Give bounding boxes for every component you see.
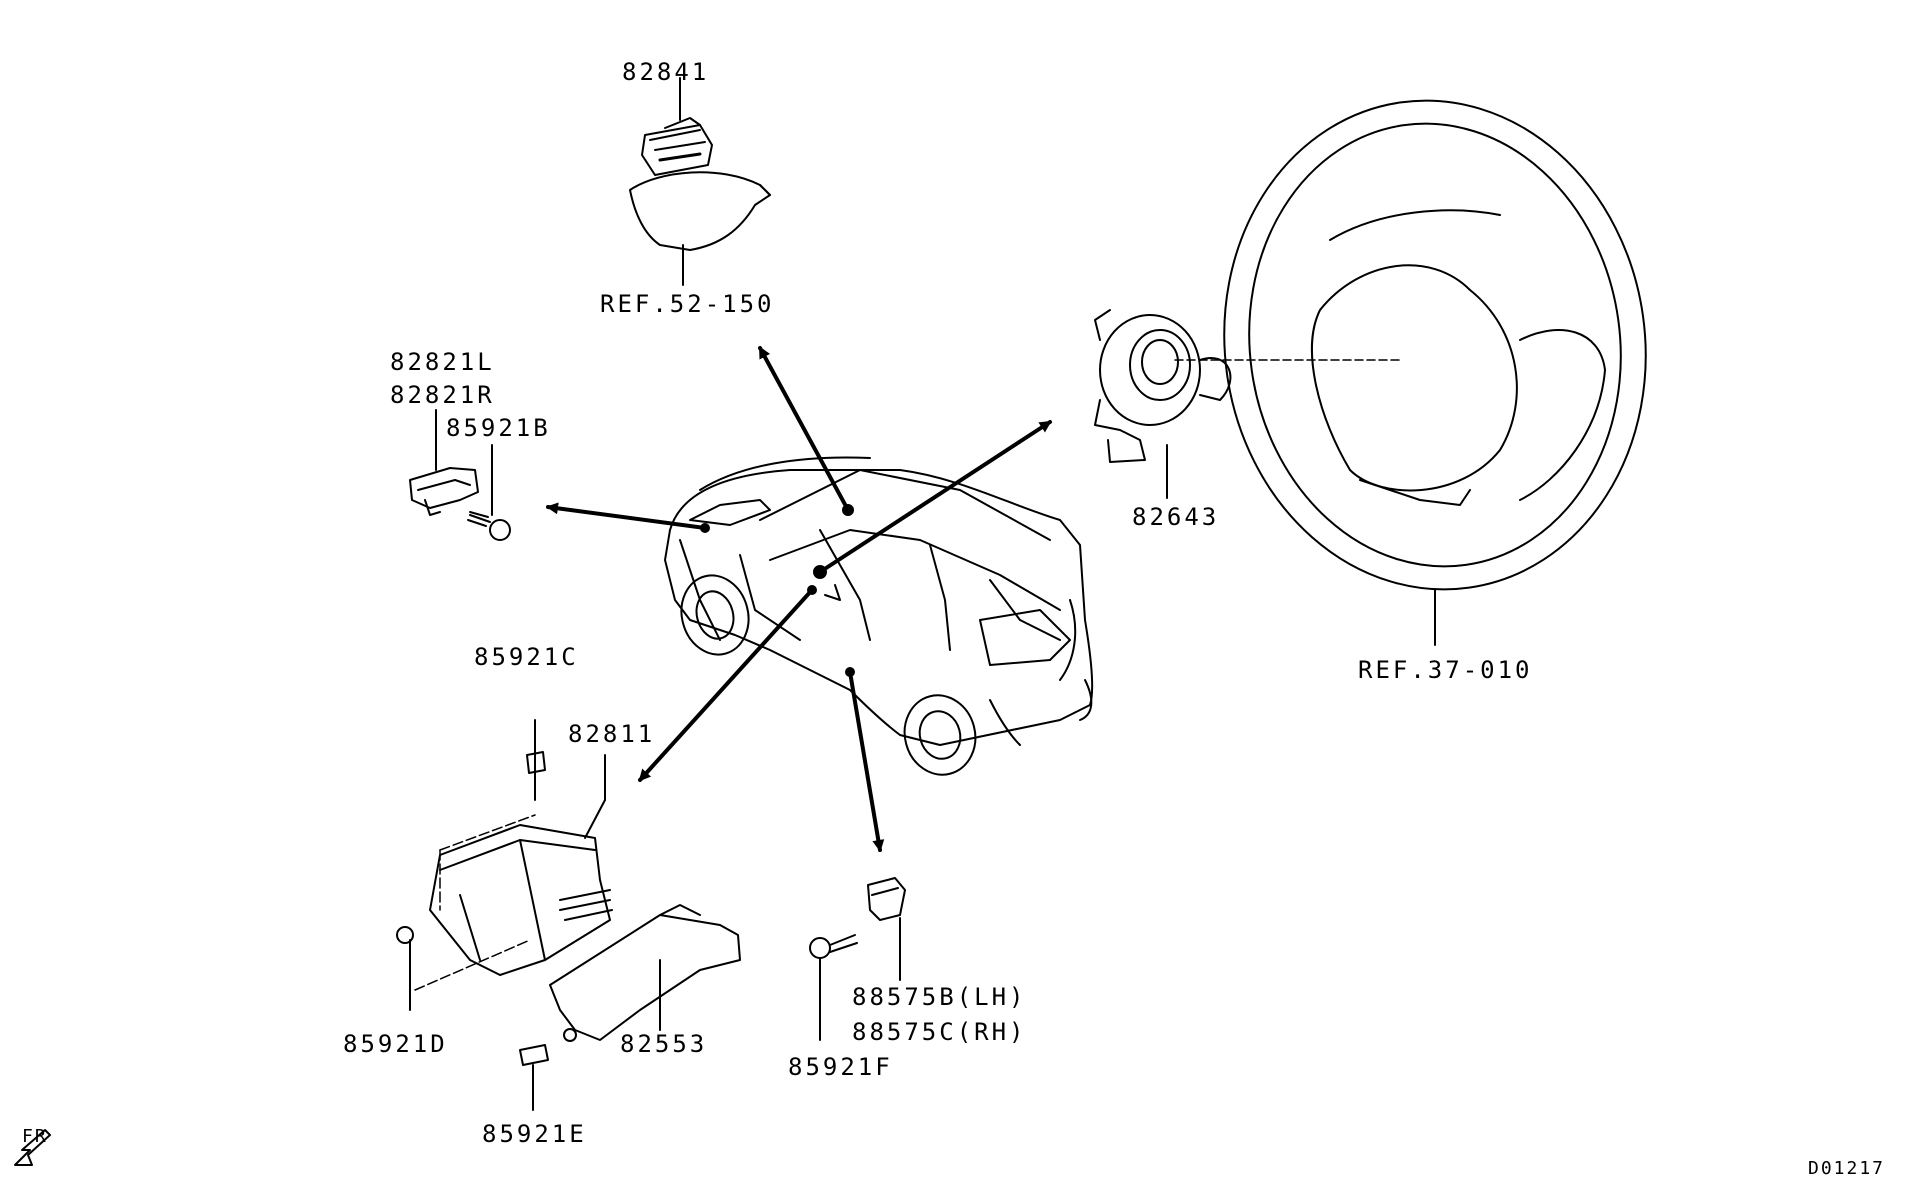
vehicle-outline [664, 456, 1094, 776]
label-82821R: 82821R [390, 381, 495, 409]
part-88575-drawing [809, 877, 906, 1041]
label-85921D: 85921D [343, 1030, 448, 1058]
label-82811: 82811 [568, 720, 656, 748]
label-88575C: 88575C(RH) [852, 1018, 1027, 1046]
pointer-arrows [546, 346, 1052, 852]
label-85921E: 85921E [482, 1120, 587, 1148]
part-82841-drawing [629, 77, 771, 286]
label-85921F: 85921F [788, 1053, 893, 1081]
label-82643: 82643 [1132, 503, 1220, 531]
label-82821L: 82821L [390, 348, 495, 376]
part-82821-drawing [409, 409, 511, 541]
part-82811-drawing [396, 719, 741, 1111]
steering-wheel-drawing [1223, 99, 1647, 646]
drawing-code: D01217 [1808, 1158, 1886, 1179]
part-82643-drawing [1094, 309, 1401, 499]
label-ref-52-150: REF.52-150 [600, 290, 775, 318]
label-ref-37-010: REF.37-010 [1358, 656, 1533, 684]
label-85921B: 85921B [446, 414, 551, 442]
label-85921C: 85921C [474, 643, 579, 671]
front-marker-label: FR [22, 1126, 48, 1147]
label-82553: 82553 [620, 1030, 708, 1058]
front-direction-arrow [14, 1129, 51, 1166]
label-88575B: 88575B(LH) [852, 983, 1027, 1011]
label-82841: 82841 [622, 58, 710, 86]
